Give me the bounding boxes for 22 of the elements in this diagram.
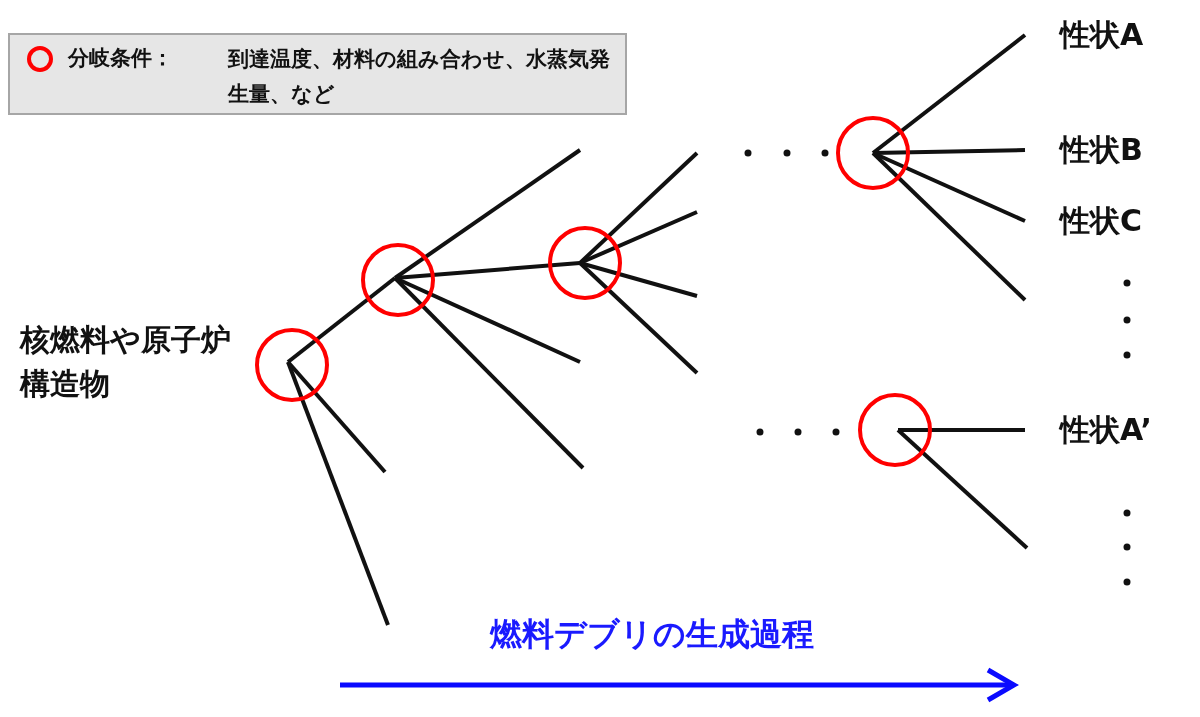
condition-text: 到達温度、材料の組み合わせ、水蒸気発生量、など — [228, 46, 611, 108]
branch-line — [872, 151, 1026, 223]
legend-text: 分岐条件： — [68, 45, 173, 72]
branch-line — [579, 261, 698, 298]
branch-line — [286, 276, 397, 364]
property-label: 性状C — [1060, 203, 1143, 239]
property-label: 性状A — [1060, 17, 1144, 53]
branch-circle — [548, 226, 622, 300]
branch-circle — [836, 116, 910, 190]
branch-circle — [858, 393, 932, 467]
process-label: 燃料デブリの生成過程 — [490, 614, 814, 654]
branch-line — [393, 148, 582, 280]
property-label: 性状A’ — [1060, 412, 1152, 448]
source-text: 核燃料や原子炉構造物 — [20, 321, 232, 403]
branch-line — [286, 361, 390, 626]
branch-line — [898, 428, 1025, 432]
branch-circle — [361, 243, 435, 317]
property-label: 性状B — [1060, 132, 1143, 168]
branch-line — [871, 33, 1027, 155]
branch-line — [896, 428, 1029, 550]
branch-line — [871, 151, 1027, 302]
branch-circle — [255, 328, 329, 402]
